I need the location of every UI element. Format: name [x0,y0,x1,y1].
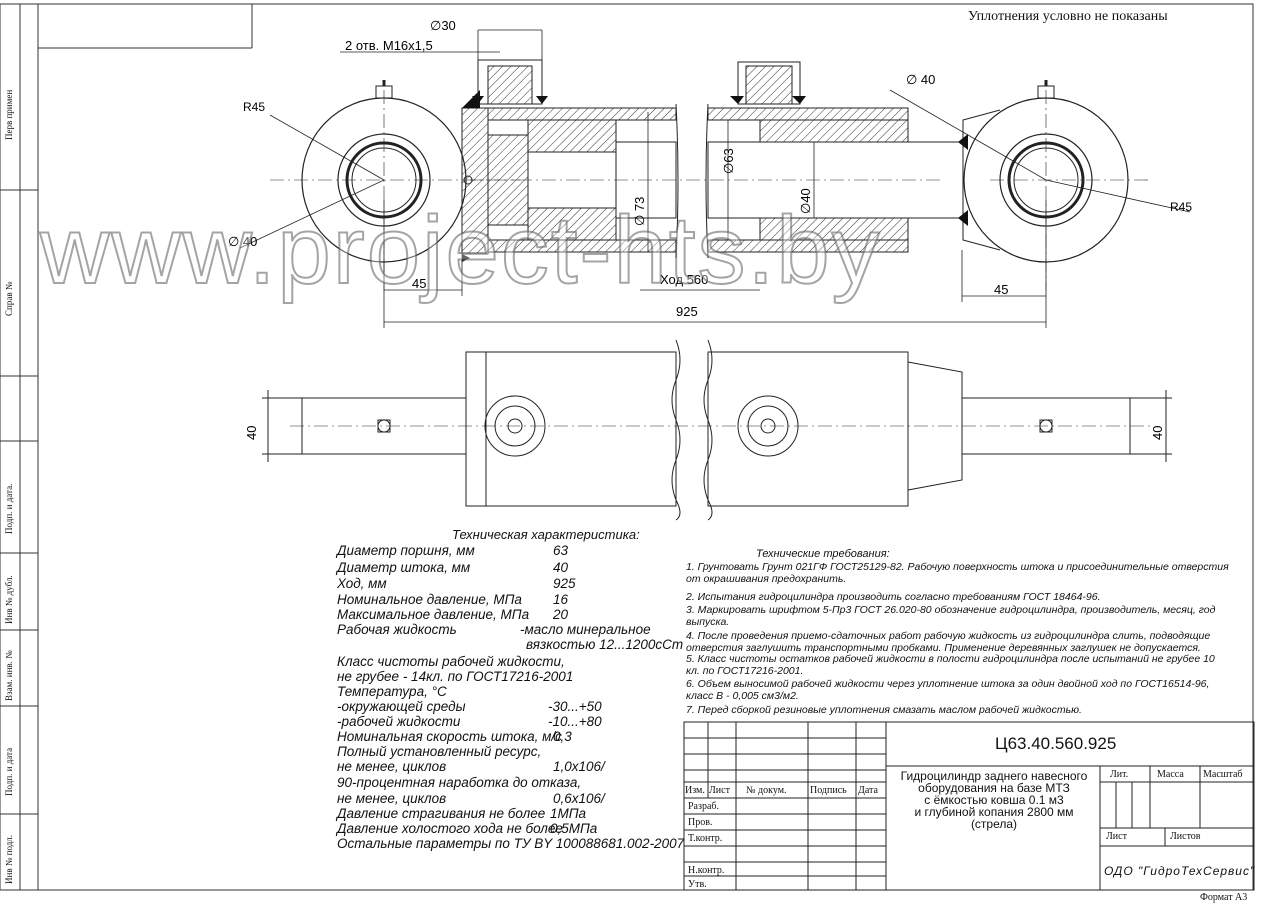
tb-name: Гидроцилиндр заднего навесного оборудова… [888,770,1100,830]
cylinder-tube [470,61,1001,259]
spec-value: 0,6х106/ [553,791,605,806]
dim-45-right: 45 [994,282,1008,297]
dim-r45-left: R45 [243,100,265,114]
spec-label: Полный установленный ресурс, [337,744,542,759]
tb-role-1: Разраб. [688,801,719,812]
tb-col-date: Дата [858,785,878,796]
tb-role-3: Т.контр. [688,833,723,844]
tb-col-list: Лист [709,785,730,796]
tb-format: Формат А3 [1200,892,1248,903]
requirement-item: 4. После проведения приемо-сдаточных раб… [686,630,1211,655]
requirement-item: 1. Грунтовать Грунт 021ГФ ГОСТ25129-82. … [686,561,1229,586]
dim-side-40-right: 40 [1150,426,1165,440]
spec-value: 0,5МПа [550,821,598,836]
dim-total: 925 [676,304,698,319]
spec-label: Диаметр поршня, мм [337,543,475,558]
tb-scale: Масштаб [1203,769,1243,780]
req-title: Технические требования: [756,548,890,560]
tb-sheets: Листов [1170,831,1201,842]
dim-stroke: Ход 560 [660,272,708,287]
spec-label: Диаметр штока, мм [337,560,471,575]
spec-value: -10...+80 [548,714,602,729]
spec-value: 1,0х106/ [553,759,605,774]
tb-name-line-3: с ёмкостью ковша 0.1 м3 [924,793,1064,807]
spec-value: 40 [553,560,569,575]
dim-r45-right: R45 [1170,200,1192,214]
dim-d63: ∅63 [721,148,736,174]
dim-d30: ∅30 [430,18,456,33]
tb-name-line-2: оборудования на базе МТЗ [918,781,1070,795]
spec-value: -масло минеральное [520,622,651,637]
dim-d40-right: ∅ 40 [906,72,935,87]
spec-value: вязкостью 12...1200сСт [526,637,684,652]
spec-value: 1МПа [550,806,587,821]
spec-label: не грубее - 14кл. по ГОСТ17216-2001 [337,669,574,684]
spec-label: не менее, циклов [337,791,447,806]
spec-label: не менее, циклов [337,759,447,774]
tb-role-5: Н.контр. [688,865,725,876]
tb-col-sign: Подпись [810,785,847,796]
requirement-item: 7. Перед сборкой резиновые уплотнения см… [686,704,1082,716]
spec-value: 16 [553,592,569,607]
requirement-item: 2. Испытания гидроцилиндра производить с… [686,591,1101,603]
spec-label: Давление холостого хода не более [337,821,563,836]
spec-label: Рабочая жидкость [337,622,457,637]
tb-col-izm: Изм. [685,785,705,796]
dim-d40-rod: ∅40 [798,188,813,214]
tb-name-line-4: и глубиной копания 2800 мм [914,805,1074,819]
spec-label: Давление страгивания не более [337,806,546,821]
tb-organization: ОДО "ГидроТехСервис" [1104,864,1256,878]
tb-role-2: Пров. [688,817,713,828]
spec-label: -рабочей жидкости [337,714,461,729]
spec-value: 63 [553,543,569,558]
tb-name-line-1: Гидроцилиндр заднего навесного [900,769,1088,783]
tb-col-doc: № докум. [746,785,787,796]
spec-label: Максимальное давление, МПа [337,607,530,622]
spec-label: 90-процентная наработка до отказа, [337,775,582,790]
spec-label: -окружающей среды [337,699,466,714]
tb-sheet: Лист [1106,831,1127,842]
spec-label: Класс чистоты рабочей жидкости, [337,654,565,669]
requirement-item: 6. Объем выносимой рабочей жидкости чере… [686,678,1210,703]
spec-label: Остальные параметры по ТУ BY 100088681.0… [337,836,685,851]
specs-title: Техническая характеристика: [452,527,640,542]
spec-label: Номинальное давление, МПа [337,592,522,607]
requirement-item: 5. Класс чистоты остатков рабочей жидкос… [686,653,1215,678]
dimension-lines [340,29,1047,328]
spec-label: Температура, °С [337,684,447,699]
requirement-item: 3. Маркировать шрифтом 5-Пр3 ГОСТ 26.020… [686,604,1216,629]
dim-side-40-left: 40 [244,426,259,440]
spec-label: Ход, мм [337,576,387,591]
spec-value: 925 [553,576,576,591]
tb-designation: Ц63.40.560.925 [995,734,1117,753]
spec-value: -30...+50 [548,699,602,714]
tb-name-line-5: (стрела) [970,817,1018,831]
tb-lit: Лит. [1110,769,1129,780]
tb-role-6: Утв. [688,879,707,890]
spec-label: Номинальная скорость штока, м/с [337,729,562,744]
watermark: www.project-hts.by [39,196,882,305]
header-note: Уплотнения условно не показаны [968,9,1168,24]
dim-45-left: 45 [412,276,426,291]
dim-d73: ∅ 73 [632,197,647,226]
dim-d40-left: ∅ 40 [228,234,257,249]
tb-mass: Масса [1157,769,1184,780]
spec-value: 0,3 [553,729,572,744]
spec-value: 20 [553,607,569,622]
dim-thread: 2 отв. М16х1,5 [345,38,433,53]
